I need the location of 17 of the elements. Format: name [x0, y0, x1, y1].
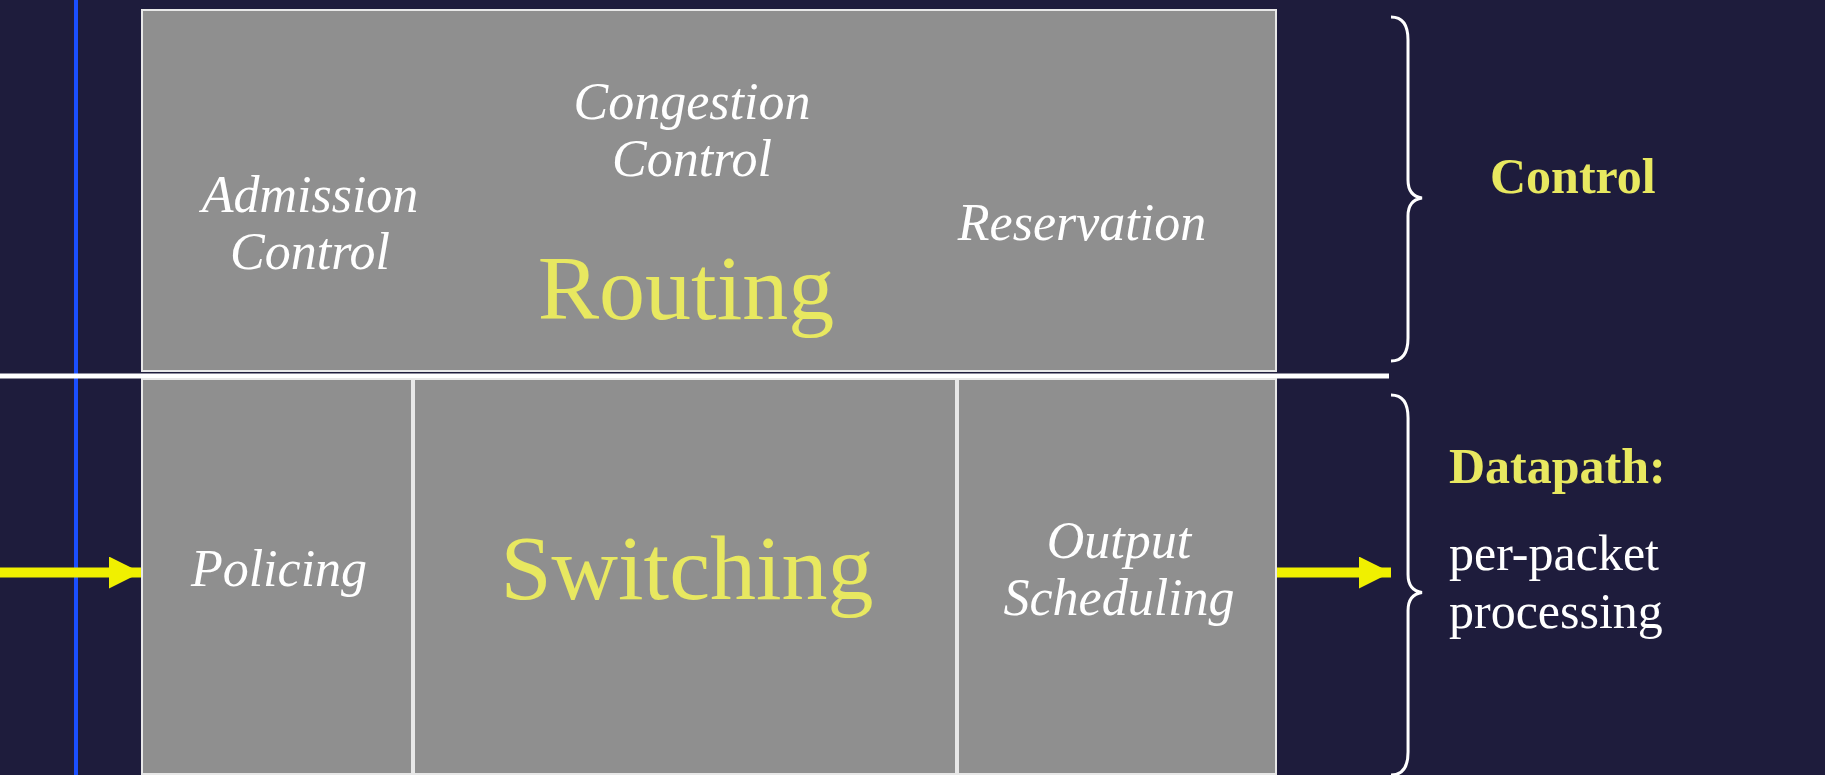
section-title: Switching — [500, 518, 874, 620]
function-box — [413, 378, 957, 775]
function-label: Admission Control — [198, 165, 420, 281]
curly-brace — [1390, 393, 1424, 775]
function-box — [141, 378, 413, 775]
function-label: Congestion Control — [572, 72, 812, 188]
arrow — [0, 556, 141, 589]
function-label: Reservation — [957, 194, 1207, 252]
side-note: per-packet processing — [1449, 525, 1664, 640]
arrow — [1277, 556, 1391, 589]
function-box — [141, 9, 1277, 372]
side-label: Datapath: — [1449, 438, 1666, 496]
function-label: Policing — [190, 540, 368, 598]
function-label: Output Scheduling — [1002, 511, 1236, 627]
section-title: Routing — [537, 238, 835, 340]
function-box — [957, 378, 1277, 775]
side-label: Control — [1490, 148, 1656, 206]
